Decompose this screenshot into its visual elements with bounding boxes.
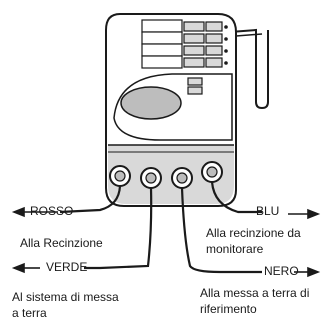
- wire-verde: [84, 187, 153, 270]
- terminal-block: [141, 19, 223, 95]
- destination-blu-line1: Alla recinzione da: [206, 226, 301, 240]
- device-body: [105, 13, 237, 207]
- display-window: [120, 86, 182, 120]
- destination-rosso: Alla Recinzione: [20, 236, 103, 250]
- wire-nero: [180, 187, 262, 274]
- connector-2: [140, 167, 162, 189]
- destination-nero-line2: riferimento: [200, 302, 257, 316]
- indicator-dots: [224, 25, 228, 65]
- destination-verde-line2: a terra: [12, 306, 47, 320]
- wire-rosso: [59, 185, 122, 214]
- destination-verde-line1: Al sistema di messa: [12, 290, 119, 304]
- destination-nero-line1: Alla messa a terra di: [200, 286, 310, 300]
- arrow-blu: [288, 208, 321, 220]
- arrow-verde: [11, 262, 40, 274]
- connector-3: [171, 167, 193, 189]
- connector-1: [109, 165, 131, 187]
- wire-label-nero: NERO: [264, 264, 299, 278]
- wire-label-verde: VERDE: [46, 260, 88, 274]
- connector-4: [201, 161, 223, 183]
- arrow-nero: [294, 266, 321, 278]
- wire-blu: [210, 181, 262, 214]
- wire-label-blu: BLU: [256, 204, 280, 218]
- arrow-rosso: [11, 206, 58, 218]
- destination-blu-line2: monitorare: [206, 242, 264, 256]
- antenna: [229, 28, 269, 110]
- wire-label-rosso: ROSSO: [30, 204, 74, 218]
